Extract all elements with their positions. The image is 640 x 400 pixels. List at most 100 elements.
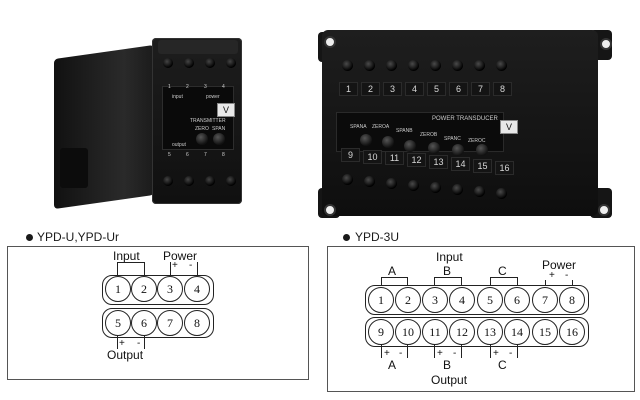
knob-label: ZEROC [468,138,486,144]
power-label: Power [542,258,577,272]
zero-b-knob [428,142,440,154]
device-input-label: input [172,94,183,100]
zero-c-knob [476,144,488,156]
device-num: 11 [385,151,404,165]
terminal-5: 5 [105,310,131,336]
knob-label: SPANB [396,128,413,134]
screw [408,60,419,71]
lead-6 [144,335,145,349]
screw [342,174,353,185]
screw [452,184,463,195]
transducer-voltage-tag: V [500,120,518,134]
device-num: 5 [427,82,446,96]
screw [226,176,236,186]
lead [434,277,435,287]
terminal-11: 11 [422,319,448,345]
terminal-13: 13 [477,319,503,345]
phase-c-bracket [490,277,518,278]
screw [452,60,463,71]
input-label: Input [113,249,140,263]
device-num: 9 [341,148,360,162]
span-b-knob [404,140,416,152]
screw [342,60,353,71]
lead-4 [197,262,198,278]
terminal-12: 12 [449,319,475,345]
device-num: 1 [339,82,358,96]
lead-1 [117,262,118,278]
output-label: Output [107,348,144,362]
phase-b-bracket [434,277,462,278]
device-num: 3 [383,82,402,96]
span-a-knob [360,134,372,146]
output-a-plus: + [384,348,390,359]
mount-hole [324,204,336,216]
terminal-6: 6 [131,310,157,336]
screw [184,58,194,68]
terminal-14: 14 [504,319,530,345]
device-num: 2 [361,82,380,96]
device-num: 3 [204,84,207,90]
terminal-1: 1 [105,276,131,302]
screw [364,176,375,187]
phase-b-label: B [443,264,452,278]
terminal-15: 15 [532,319,558,345]
lead [490,344,491,358]
input-bracket [117,262,145,263]
terminal-4: 4 [184,276,210,302]
device-num: 5 [168,152,171,158]
phase-a-label: A [388,264,397,278]
left-diagram-heading: YPD-U,YPD-Ur [37,230,120,244]
lead [461,277,462,287]
lead [407,344,408,358]
lead [381,277,382,287]
terminal-9: 9 [368,319,394,345]
lead-5 [117,335,118,349]
mount-hole [600,38,612,50]
device-num: 8 [493,82,512,96]
phase-c-label: C [498,264,507,278]
screw [163,176,173,186]
terminal-10: 10 [395,319,421,345]
output-label: Output [431,373,468,387]
mount-hole [598,204,610,216]
screw [184,176,194,186]
lead [517,277,518,287]
output-c-plus: + [493,348,499,359]
output-c-minus: - [509,348,513,359]
knob-label: SPAN [212,126,226,132]
lead [407,277,408,287]
zero-a-knob [382,136,394,148]
device-num: 13 [429,155,448,169]
power-plus: + [549,270,555,281]
zero-knob [196,133,208,145]
power-minus: - [189,260,193,271]
output-a-label: A [388,358,397,372]
screw [496,60,507,71]
lead-2 [144,262,145,278]
screw [386,178,397,189]
device-num: 16 [495,161,514,175]
terminal-7: 7 [157,310,183,336]
screw [226,58,236,68]
power-plus: + [172,260,178,271]
device-num: 7 [471,82,490,96]
lead [434,344,435,358]
power-minus: - [565,270,569,281]
screw [205,176,215,186]
terminal-2: 2 [395,287,421,313]
mount-hole [324,36,336,48]
terminal-8: 8 [184,310,210,336]
terminal-2: 2 [131,276,157,302]
lead-3 [170,262,171,278]
lead [517,344,518,358]
device-num: 14 [451,157,470,171]
device-num: 4 [405,82,424,96]
knob-label: ZEROB [420,132,438,138]
terminal-1: 1 [368,287,394,313]
lead [461,344,462,358]
terminal-5: 5 [477,287,503,313]
device-num: 4 [222,84,225,90]
knob-label: ZEROA [372,124,390,130]
lead [490,277,491,287]
device-output-label: output [172,142,186,148]
